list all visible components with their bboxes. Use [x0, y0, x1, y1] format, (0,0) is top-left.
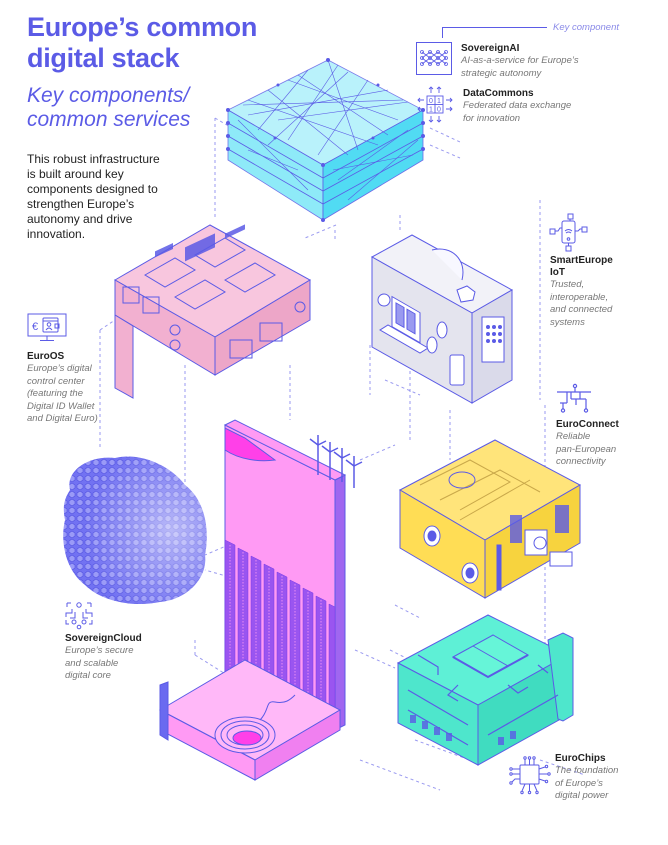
component-desc: and scalable	[65, 657, 119, 669]
svg-text:1: 1	[437, 98, 441, 105]
intro-paragraph: This robust infrastructure is built arou…	[27, 152, 177, 242]
microchip-icon	[508, 756, 552, 796]
title-line-1: Europe’s common	[27, 12, 258, 42]
svg-text:0: 0	[437, 107, 441, 114]
component-desc: Trusted,	[550, 279, 585, 290]
component-name: EuroConnect	[556, 419, 619, 430]
component-name: SovereignCloud	[65, 633, 142, 644]
euro-os-illustration	[113, 224, 315, 400]
title-line-2: digital stack	[27, 43, 180, 73]
component-sovereign-ai: SovereignAI AI-as-a-service for Europe’s…	[461, 43, 579, 80]
iot-device-icon	[548, 213, 590, 253]
component-smart-europe-iot: SmartEurope IoT Trusted, interoperable, …	[550, 255, 613, 329]
intro-line: strengthen Europe’s	[27, 197, 135, 211]
component-desc: of Europe’s	[555, 777, 603, 789]
component-name: SmartEurope	[550, 255, 613, 266]
component-desc: AI-as-a-service for Europe’s	[461, 55, 579, 66]
component-desc: Reliable	[556, 431, 591, 442]
subtitle-line-1: Key components/	[27, 84, 190, 107]
component-desc: Europe’s secure	[65, 645, 134, 656]
monitor-wallet-icon: €	[27, 313, 67, 343]
component-data-commons: DataCommons Federated data exchange for …	[463, 88, 571, 125]
intro-line: This robust infrastructure	[27, 152, 160, 166]
page-title: Europe’s common digital stack	[27, 12, 257, 74]
component-desc: systems	[550, 316, 585, 328]
svg-text:0: 0	[429, 98, 433, 105]
smart-europe-iot-illustration	[370, 234, 514, 405]
component-desc: connectivity	[556, 456, 606, 467]
component-name: EuroOS	[27, 351, 65, 362]
energy-tower-illustration	[158, 419, 370, 820]
legend-key-component: Key component	[440, 22, 650, 42]
component-desc: Europe’s digital	[27, 363, 92, 374]
legend-bracket-line	[442, 27, 547, 28]
neural-network-icon	[416, 42, 452, 75]
component-desc: Federated data exchange	[463, 100, 572, 111]
component-desc: control center	[27, 375, 85, 387]
svg-text:1: 1	[429, 107, 433, 114]
component-desc: interoperable,	[550, 291, 609, 303]
cloud-nodes-icon	[62, 600, 96, 630]
component-desc: pan-European	[556, 443, 617, 455]
component-desc: Digital ID Wallet	[27, 400, 95, 412]
legend-label: Key component	[553, 22, 620, 33]
component-desc: digital power	[555, 790, 609, 801]
component-desc: and connected	[550, 304, 613, 315]
component-name: EuroChips	[555, 753, 606, 764]
component-euro-connect: EuroConnect Reliable pan-European connec…	[556, 419, 619, 469]
component-desc: (featuring the	[27, 388, 83, 399]
component-desc: The foundation	[555, 765, 619, 776]
component-name: DataCommons	[463, 88, 534, 99]
component-desc: for innovation	[463, 112, 521, 124]
data-exchange-icon: 0 1 1 0	[415, 85, 455, 125]
component-name: IoT	[550, 267, 565, 278]
sovereign-ai-illustration	[226, 58, 425, 222]
intro-line: autonomy and drive	[27, 212, 133, 226]
intro-line: innovation.	[27, 227, 86, 241]
component-euro-os: EuroOS Europe’s digital control center (…	[27, 351, 98, 426]
euro-chips-illustration	[396, 614, 583, 770]
intro-line: is built around key	[27, 167, 124, 181]
subtitle-line-2: common services	[27, 108, 191, 131]
component-desc: strategic autonomy	[461, 67, 542, 79]
component-sovereign-cloud: SovereignCloud Europe’s secure and scala…	[65, 633, 142, 683]
euro-connect-illustration	[398, 439, 582, 600]
network-topology-icon	[556, 383, 592, 413]
sovereign-cloud-illustration	[60, 450, 210, 610]
component-name: SovereignAI	[461, 43, 520, 54]
intro-line: components designed to	[27, 182, 158, 196]
page-subtitle: Key components/ common services	[27, 84, 190, 132]
svg-text:€: €	[32, 321, 38, 333]
component-desc: digital core	[65, 670, 111, 681]
component-euro-chips: EuroChips The foundation of Europe’s dig…	[555, 753, 618, 803]
legend-bracket-tick	[442, 27, 443, 38]
component-desc: and Digital Euro)	[27, 413, 98, 424]
